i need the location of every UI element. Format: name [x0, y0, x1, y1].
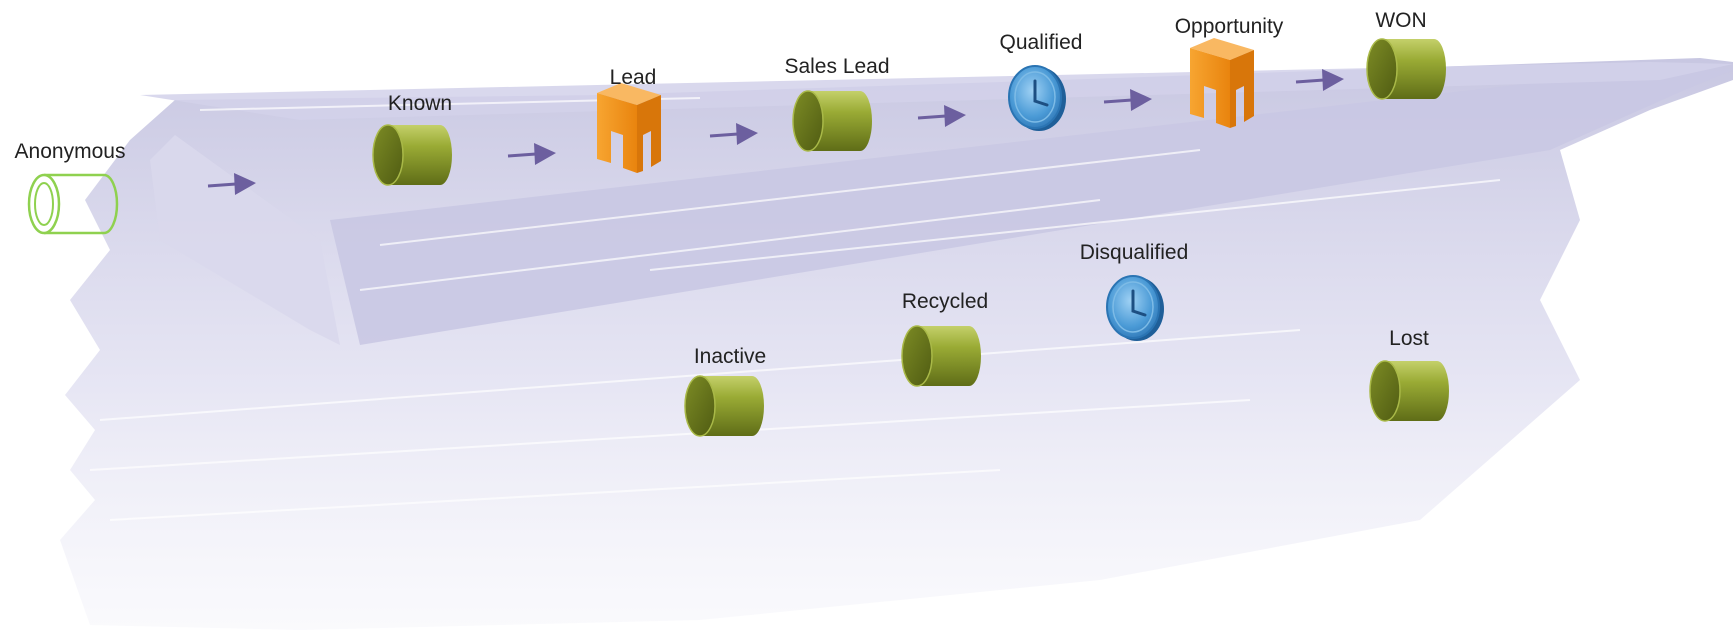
stage-label-disqualified: Disqualified	[1080, 241, 1189, 264]
gate-icon	[597, 83, 661, 173]
cylinder-icon	[1369, 360, 1450, 422]
cylinder-icon	[901, 325, 982, 387]
cylinder-icon	[792, 90, 873, 152]
cylinder-icon	[1366, 38, 1447, 100]
stage-recycled: Recycled	[901, 290, 988, 387]
stage-label-inactive: Inactive	[694, 345, 766, 368]
stage-sales-lead: Sales Lead	[784, 55, 890, 152]
stage-label-opportunity: Opportunity	[1175, 15, 1284, 38]
gate-icon	[1190, 38, 1254, 128]
clock-icon	[1007, 64, 1068, 133]
swoosh-background	[60, 58, 1733, 630]
stage-opportunity: Opportunity	[1175, 15, 1284, 128]
clock-icon	[1105, 274, 1166, 343]
stage-label-recycled: Recycled	[902, 290, 988, 313]
stage-label-sales-lead: Sales Lead	[784, 55, 889, 78]
stage-qualified: Qualified	[1000, 31, 1083, 133]
stage-label-won: WON	[1375, 9, 1426, 32]
stage-anonymous: Anonymous	[15, 140, 126, 235]
cylinder-icon	[684, 375, 765, 437]
stage-label-known: Known	[388, 92, 452, 115]
stage-known: Known	[372, 92, 453, 186]
stage-label-lead: Lead	[610, 66, 657, 89]
stage-won: WON	[1366, 9, 1447, 100]
stage-disqualified: Disqualified	[1080, 241, 1189, 343]
stage-label-lost: Lost	[1389, 327, 1429, 350]
hollow-cylinder-icon	[27, 173, 119, 235]
cylinder-icon	[372, 124, 453, 186]
stage-label-anonymous: Anonymous	[15, 140, 126, 163]
stage-inactive: Inactive	[684, 345, 766, 437]
stage-label-qualified: Qualified	[1000, 31, 1083, 54]
stage-lead: Lead	[597, 66, 661, 173]
stage-lost: Lost	[1369, 327, 1450, 422]
